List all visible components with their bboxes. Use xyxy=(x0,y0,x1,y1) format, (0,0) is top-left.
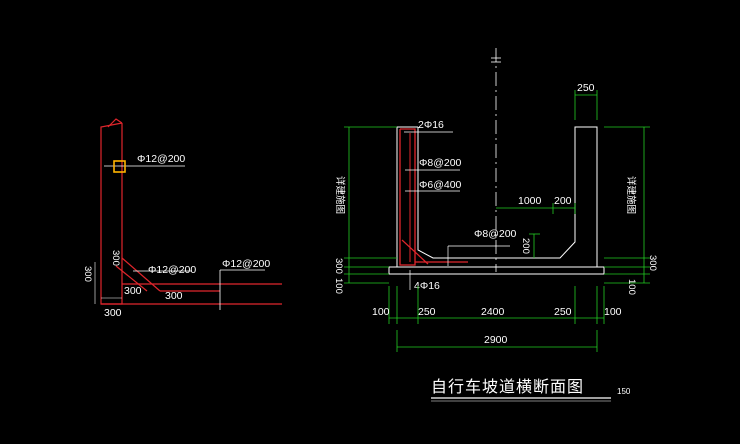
wall-rebar xyxy=(399,128,416,266)
selection-grip-icon[interactable] xyxy=(113,160,126,173)
drawing-title-block: 自行车坡道横断面图 150 xyxy=(431,378,631,402)
dim-right-100: 100 xyxy=(626,279,637,295)
wall-top-hook xyxy=(107,118,123,128)
dim-bottom-seg-0: 100 xyxy=(372,306,390,318)
dim-haunch-a: 300 xyxy=(124,285,142,297)
side-label-right: 详建施图 xyxy=(625,176,637,214)
dim-wall-thickness: 250 xyxy=(577,82,595,94)
dim-left-100: 100 xyxy=(333,278,344,294)
haunch-inner xyxy=(115,265,148,292)
side-label-left: 详建施图 xyxy=(334,176,346,214)
dimension-lines xyxy=(344,90,650,352)
dim-vertical-label: 300 xyxy=(110,250,121,266)
dim-total: 2900 xyxy=(484,334,508,346)
dim-right-300: 300 xyxy=(647,255,658,271)
dim-inner-200-v: 200 xyxy=(520,238,531,254)
cross-section: 2Φ16 Φ8@200 Φ6@400 Φ8@200 4Φ16 xyxy=(333,48,658,352)
label-slab-bars: Φ8@200 xyxy=(474,228,517,240)
label-wall-bars-a: Φ8@200 xyxy=(419,157,462,169)
label-bottom-bars: 4Φ16 xyxy=(414,280,440,292)
left-wall-detail: Φ12@200 Φ12@200 Φ12@200 300 300 300 300 … xyxy=(82,118,282,319)
haunch-rebar xyxy=(401,239,429,265)
dim-inner-1000: 1000 xyxy=(518,195,542,207)
drawing-title: 自行车坡道横断面图 xyxy=(431,378,584,396)
dim-vertical-left-label: 300 xyxy=(82,266,93,282)
base-slab xyxy=(388,266,605,275)
concrete-outline-left-inner xyxy=(417,126,598,267)
haunch-diagonal xyxy=(121,257,161,292)
dim-bottom-seg-4: 100 xyxy=(604,306,622,318)
dim-bottom: 300 xyxy=(104,307,122,319)
label-top-bars: 2Φ16 xyxy=(418,119,444,131)
dim-bottom-seg-3: 250 xyxy=(554,306,572,318)
wall-rebar-outline xyxy=(100,122,123,305)
rebar-mid-label: Φ12@200 xyxy=(148,264,196,276)
rebar-top-label: Φ12@200 xyxy=(137,153,185,165)
dim-left-300: 300 xyxy=(333,258,344,274)
label-wall-bars-b: Φ6@400 xyxy=(419,179,462,191)
dim-bottom-seg-2: 2400 xyxy=(481,306,505,318)
dim-inner-200-h: 200 xyxy=(554,195,572,207)
dim-haunch-b: 300 xyxy=(165,290,183,302)
rebar-right-label: Φ12@200 xyxy=(222,258,270,270)
dim-bottom-seg-1: 250 xyxy=(418,306,436,318)
drawing-scale: 150 xyxy=(617,387,631,396)
